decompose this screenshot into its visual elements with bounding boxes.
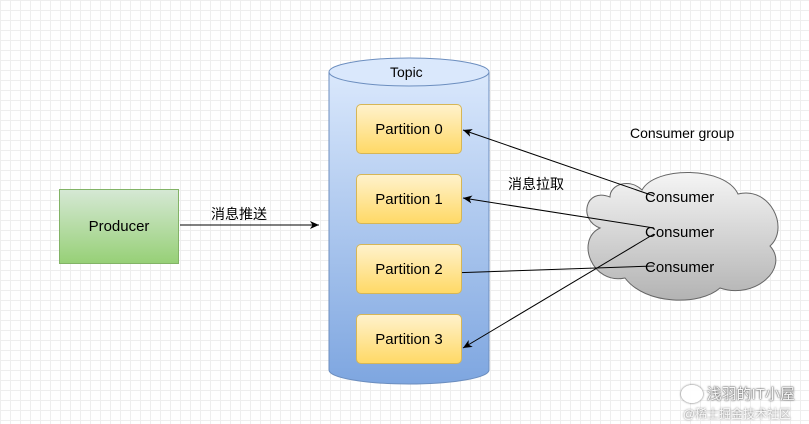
partition-1: Partition 1: [356, 174, 462, 224]
topic-title: Topic: [390, 64, 423, 80]
producer-box: Producer: [59, 189, 179, 264]
partition-label: Partition 3: [375, 330, 443, 348]
pull-label: 消息拉取: [508, 176, 564, 192]
partition-label: Partition 1: [375, 190, 443, 208]
partition-label: Partition 2: [375, 260, 443, 278]
partition-3: Partition 3: [356, 314, 462, 364]
pull-arrow-partition-0: [462, 129, 655, 197]
producer-label: Producer: [88, 218, 150, 235]
partition-0: Partition 0: [356, 104, 462, 154]
wechat-icon: [680, 384, 703, 403]
pull-arrow-partition-3: [462, 233, 655, 349]
watermark: 浅羽的IT小屋: [680, 383, 795, 404]
watermark-main: 浅羽的IT小屋: [706, 386, 795, 403]
consumer-group-cloud: [586, 172, 779, 301]
partition-2: Partition 2: [356, 244, 462, 294]
consumer-label: Consumer: [645, 224, 715, 241]
pull-arrow-partition-1: [462, 195, 655, 229]
partition-label: Partition 0: [375, 120, 443, 138]
consumer-group-title: Consumer group: [630, 125, 735, 141]
consumer-label: Consumer: [645, 189, 715, 206]
consumer-label: Consumer: [645, 259, 715, 276]
pull-arrow-partition-2: [449, 265, 655, 277]
push-label: 消息推送: [211, 206, 267, 222]
watermark-sub: @稀土掘金技术社区: [682, 407, 791, 421]
